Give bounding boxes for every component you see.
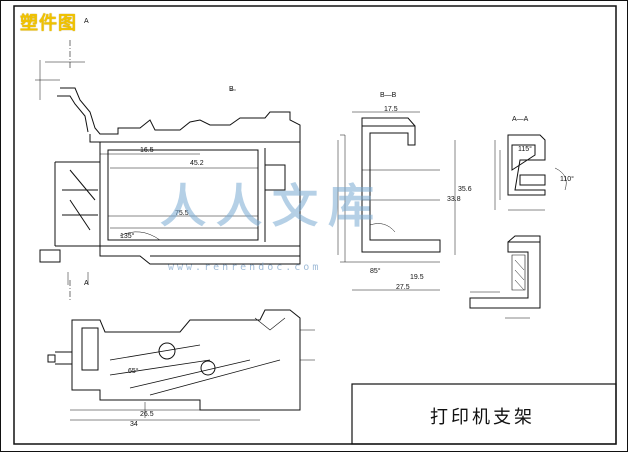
- center-line: [69, 40, 238, 300]
- bb-view-label: B—B: [380, 92, 397, 99]
- dimension-label: 17.5: [384, 106, 398, 113]
- dimension-label: 27.5: [396, 284, 410, 291]
- angle-label: 85°: [370, 268, 381, 275]
- dimension-label: 26.5: [140, 411, 154, 418]
- angle-label: 110°: [560, 176, 574, 183]
- angle-label: 115°: [518, 146, 532, 153]
- dimension-label: 16.5: [140, 147, 154, 154]
- dimension-label: 75.5: [175, 210, 189, 217]
- watermark-text: 人人文库: [160, 179, 384, 233]
- dimension-label: 19.5: [410, 274, 424, 281]
- angle-label: 135°: [120, 233, 135, 240]
- section-view-aa: [494, 134, 567, 211]
- dimension-label: 34: [130, 421, 138, 428]
- watermark-url: www.renrendoc.com: [168, 262, 322, 273]
- section-a-bottom-label: A: [84, 280, 89, 287]
- dimension-label: 35.6: [458, 186, 472, 193]
- inner-border: [13, 5, 617, 445]
- main-view: [35, 60, 301, 285]
- aa-view-label: A—A: [512, 116, 529, 123]
- dimension-label: 33.8: [447, 196, 461, 203]
- header-label: 塑件图: [20, 13, 77, 34]
- section-view-bb: [337, 111, 456, 291]
- dimension-label: 45.2: [190, 160, 204, 167]
- angle-label: 65°: [128, 368, 139, 375]
- bottom-view: [47, 309, 315, 421]
- drawing-title: 打印机支架: [430, 407, 535, 428]
- detail-view: [469, 235, 541, 319]
- title-block-frame: [351, 383, 617, 445]
- section-a-top-label: A: [84, 18, 89, 25]
- section-b-marker: B: [229, 86, 234, 93]
